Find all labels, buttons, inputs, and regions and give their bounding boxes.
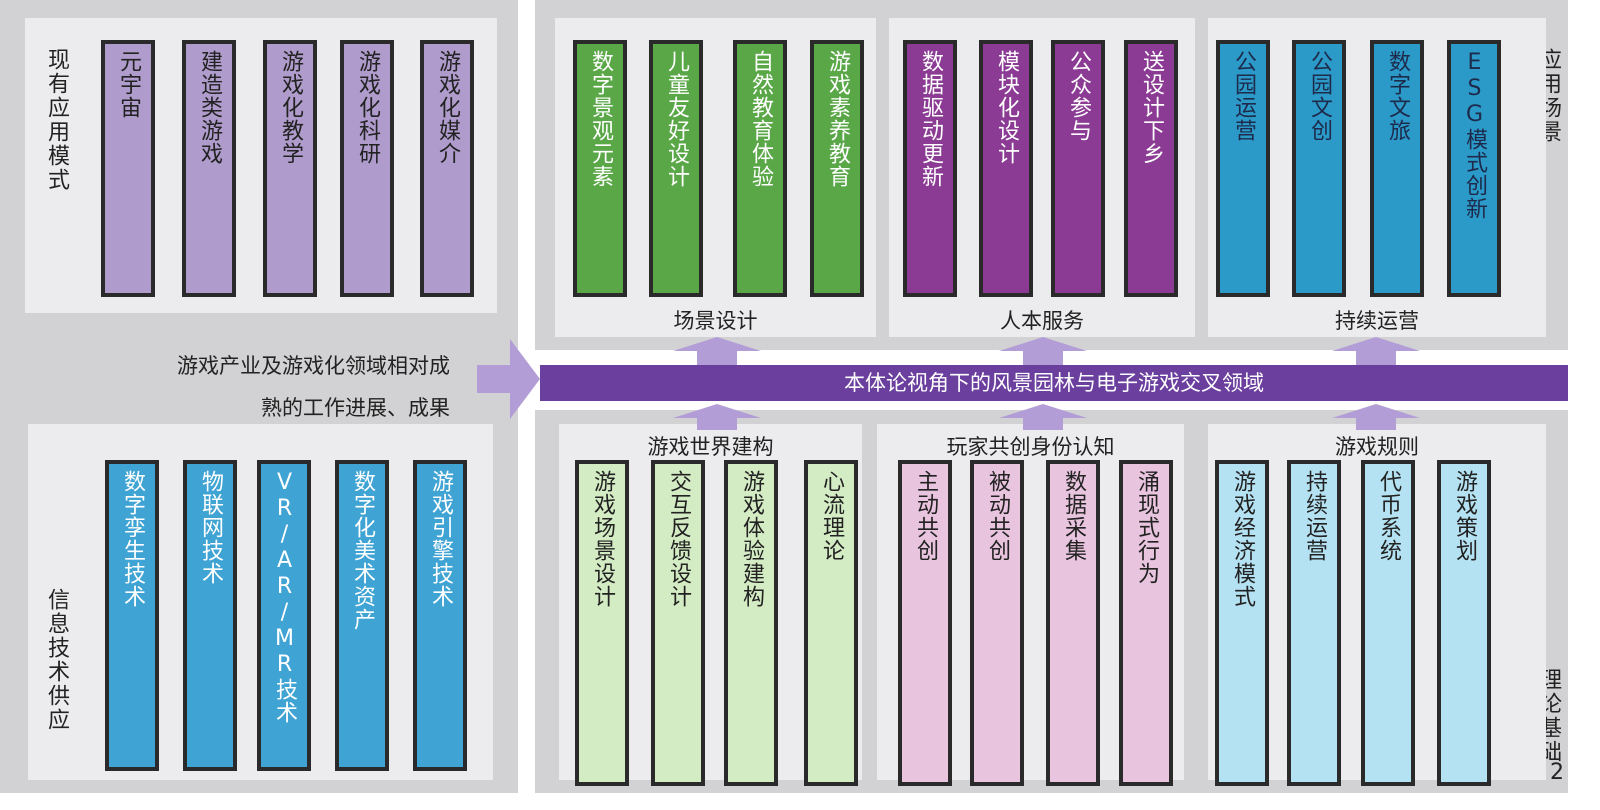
- up-arrow-stem: [1356, 418, 1396, 430]
- application-group-label: 人本服务: [1000, 309, 1084, 333]
- theory-item-box: 游戏策划: [1437, 460, 1491, 786]
- application-item-box: 儿童友好设计: [649, 40, 703, 297]
- mature-progress-line1: 游戏产业及游戏化领域相对成: [177, 354, 450, 378]
- up-arrow-stem: [1023, 418, 1063, 430]
- existing-mode-box: 元宇宙: [101, 40, 155, 297]
- application-item-box: 数字文旅: [1370, 40, 1424, 297]
- right-arrow-stem: [477, 365, 511, 393]
- theory-item-box: 游戏经济模式: [1215, 460, 1269, 786]
- it-supply-box: 游戏引擎技术: [413, 460, 467, 771]
- application-item-box: 送设计下乡: [1124, 40, 1178, 297]
- theory-group-label: 游戏世界建构: [647, 435, 774, 459]
- up-arrow-icon: [999, 404, 1087, 418]
- theory-group-label: 玩家共创身份认知: [946, 435, 1115, 459]
- application-group-label: 持续运营: [1335, 309, 1419, 333]
- theory-item-box: 数据采集: [1046, 460, 1100, 786]
- application-item-box: 模块化设计: [979, 40, 1033, 297]
- theory-item-box: 心流理论: [804, 460, 858, 786]
- up-arrow-stem: [697, 351, 737, 365]
- theory-group-label: 游戏规则: [1335, 435, 1419, 459]
- application-item-box: ESG模式创新: [1447, 40, 1501, 297]
- up-arrow-icon: [1332, 337, 1420, 351]
- mature-progress-text: 游戏产业及游戏化领域相对成 熟的工作进展、成果: [120, 345, 450, 429]
- theory-item-box: 涌现式行为: [1119, 460, 1173, 786]
- it-supply-box: VR/AR/MR技术: [257, 460, 311, 771]
- application-item-box: 公园运营: [1216, 40, 1270, 297]
- theory-item-box: 主动共创: [898, 460, 952, 786]
- up-arrow-stem: [1023, 351, 1063, 365]
- up-arrow-stem: [697, 418, 737, 430]
- existing-mode-box: 游戏化教学: [263, 40, 317, 297]
- application-item-box: 公园文创: [1292, 40, 1346, 297]
- application-item-box: 数字景观元素: [573, 40, 627, 297]
- it-supply-title: 信息技术供应: [44, 588, 69, 732]
- existing-mode-box: 建造类游戏: [182, 40, 236, 297]
- existing-mode-box: 游戏化科研: [340, 40, 394, 297]
- theory-item-box: 交互反馈设计: [651, 460, 705, 786]
- right-arrow-icon: [510, 339, 540, 419]
- up-arrow-icon: [1332, 404, 1420, 418]
- theory-item-box: 游戏体验建构: [724, 460, 778, 786]
- up-arrow-icon: [999, 337, 1087, 351]
- up-arrow-icon: [673, 337, 761, 351]
- intersection-band: 本体论视角下的风景园林与电子游戏交叉领域: [540, 365, 1568, 401]
- it-supply-box: 数字化美术资产: [335, 460, 389, 771]
- page-number: 2: [1550, 760, 1564, 785]
- theory-item-box: 被动共创: [970, 460, 1024, 786]
- application-item-box: 游戏素养教育: [810, 40, 864, 297]
- it-supply-box: 物联网技术: [183, 460, 237, 771]
- application-group-label: 场景设计: [673, 309, 758, 333]
- theory-item-box: 代币系统: [1361, 460, 1415, 786]
- up-arrow-icon: [673, 404, 761, 418]
- it-supply-box: 数字孪生技术: [105, 460, 159, 771]
- existing-modes-title: 现有应用模式: [44, 48, 69, 192]
- mature-progress-line2: 熟的工作进展、成果: [261, 396, 450, 420]
- theory-item-box: 持续运营: [1287, 460, 1341, 786]
- existing-mode-box: 游戏化媒介: [420, 40, 474, 297]
- application-item-box: 公众参与: [1051, 40, 1105, 297]
- application-item-box: 自然教育体验: [733, 40, 787, 297]
- application-item-box: 数据驱动更新: [903, 40, 957, 297]
- theory-item-box: 游戏场景设计: [575, 460, 629, 786]
- up-arrow-stem: [1356, 351, 1396, 365]
